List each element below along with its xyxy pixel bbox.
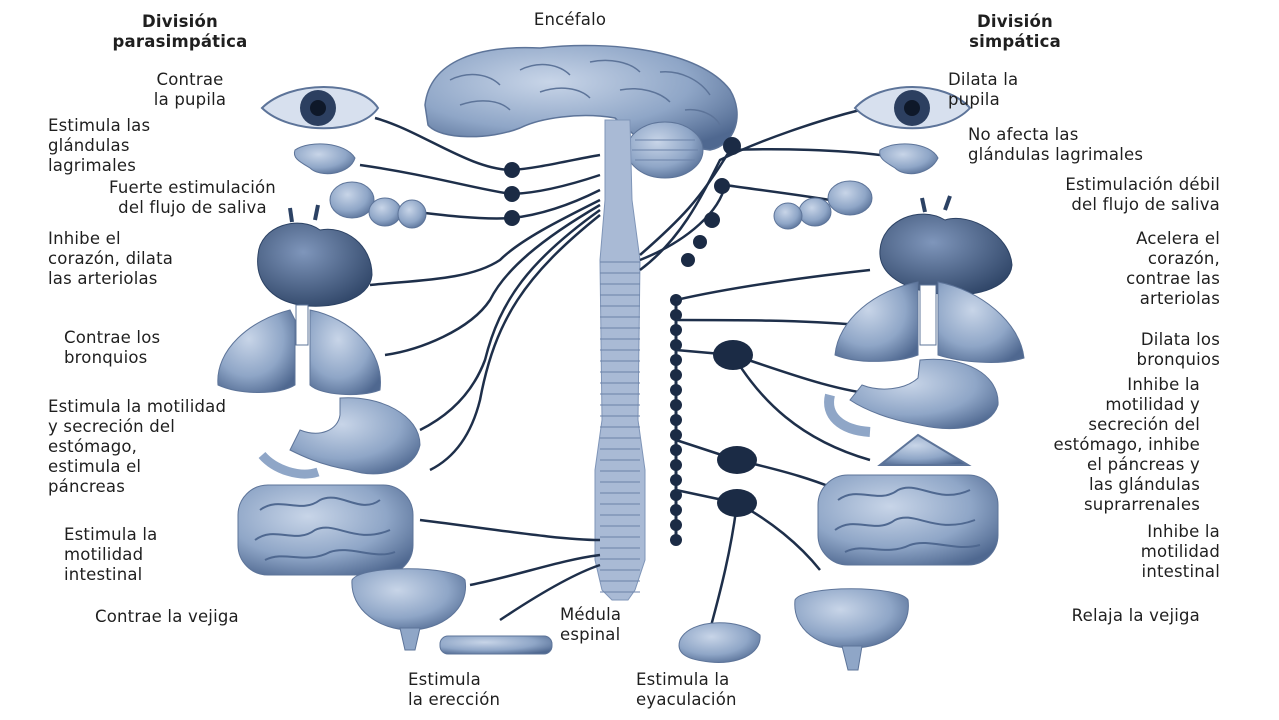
left-intestines-illustration <box>237 484 414 576</box>
parasympathetic-bronchi-label: Contrae los bronquios <box>64 328 161 367</box>
sympathetic-intestine-label: Inhibe la motilidad intestinal <box>1140 522 1220 581</box>
chain-ganglion <box>670 519 682 531</box>
parasympathetic-stomach-label: Estimula la motilidad y secreción del es… <box>48 397 227 496</box>
right-lungs-illustration <box>834 281 1025 363</box>
chain-ganglion <box>670 309 682 321</box>
chain-ganglion <box>670 324 682 336</box>
chain-ganglion <box>670 459 682 471</box>
parasympathetic-lacrimal-label: Estimula las glándulas lagrimales <box>48 116 151 175</box>
penis-illustration <box>439 635 553 655</box>
left-lacrimal-gland-illustration <box>293 143 356 175</box>
chain-ganglion <box>670 534 682 546</box>
right-salivary-glands-illustration <box>773 180 873 230</box>
sympathetic-ganglia <box>681 137 757 517</box>
chain-ganglion <box>670 504 682 516</box>
spinal-cord-illustration <box>594 119 646 601</box>
left-eye-illustration <box>260 86 380 130</box>
left-bladder-illustration <box>351 568 466 651</box>
testis-illustration <box>678 622 761 664</box>
chain-ganglion <box>670 339 682 351</box>
brain-illustration <box>424 44 738 179</box>
sympathetic-bladder-label: Relaja la vejiga <box>1071 606 1200 625</box>
sympathetic-lacrimal-label: No afecta las glándulas lagrimales <box>968 125 1144 164</box>
right-eye-illustration <box>853 86 972 130</box>
chain-ganglion <box>670 489 682 501</box>
chain-ganglion <box>670 414 682 426</box>
right-lacrimal-gland-illustration <box>879 143 939 175</box>
sympathetic-chain <box>670 294 682 546</box>
sympathetic-stomach-label: Inhibe la motilidad y secreción del estó… <box>1053 375 1200 514</box>
parasympathetic-pupil-label: Contrae la pupila <box>153 70 227 109</box>
left-lungs-illustration <box>217 304 381 395</box>
ejaculation-label: Estimula la eyaculación <box>636 670 737 709</box>
parasympathetic-saliva-label: Fuerte estimulación del flujo de saliva <box>109 178 276 217</box>
parasympathetic-erection-label: Estimula la erección <box>408 670 501 709</box>
parasympathetic-ganglia <box>504 162 520 226</box>
right-heart-illustration <box>879 195 1013 296</box>
parasympathetic-bladder-label: Contrae la vejiga <box>95 607 239 626</box>
right-stomach-illustration <box>824 358 999 437</box>
chain-ganglion <box>670 444 682 456</box>
left-salivary-glands-illustration <box>329 181 427 229</box>
sympathetic-header: División simpática <box>969 12 1061 51</box>
sympathetic-bronchi-label: Dilata los bronquios <box>1136 330 1220 369</box>
chain-ganglion <box>670 384 682 396</box>
left-heart-illustration <box>257 204 373 307</box>
chain-ganglion <box>670 474 682 486</box>
chain-ganglion <box>670 354 682 366</box>
brain-label: Encéfalo <box>533 10 607 29</box>
left-stomach-illustration <box>258 397 421 479</box>
spinal-cord-label: Médula espinal <box>560 605 622 644</box>
chain-ganglion <box>670 399 682 411</box>
right-bladder-illustration <box>794 588 909 671</box>
chain-ganglion <box>670 369 682 381</box>
sympathetic-heart-label: Acelera el corazón, contrae las arteriol… <box>1126 229 1220 308</box>
parasympathetic-intestine-label: Estimula la motilidad intestinal <box>64 525 158 584</box>
parasympathetic-header: División parasimpática <box>112 12 248 51</box>
chain-ganglion <box>670 429 682 441</box>
parasympathetic-heart-label: Inhibe el corazón, dilata las arteriolas <box>48 229 174 288</box>
sympathetic-pupil-label: Dilata la pupila <box>948 70 1019 109</box>
right-intestines-illustration <box>817 474 999 566</box>
sympathetic-saliva-label: Estimulación débil del flujo de saliva <box>1065 175 1220 214</box>
adrenal-gland-illustration <box>877 433 972 466</box>
